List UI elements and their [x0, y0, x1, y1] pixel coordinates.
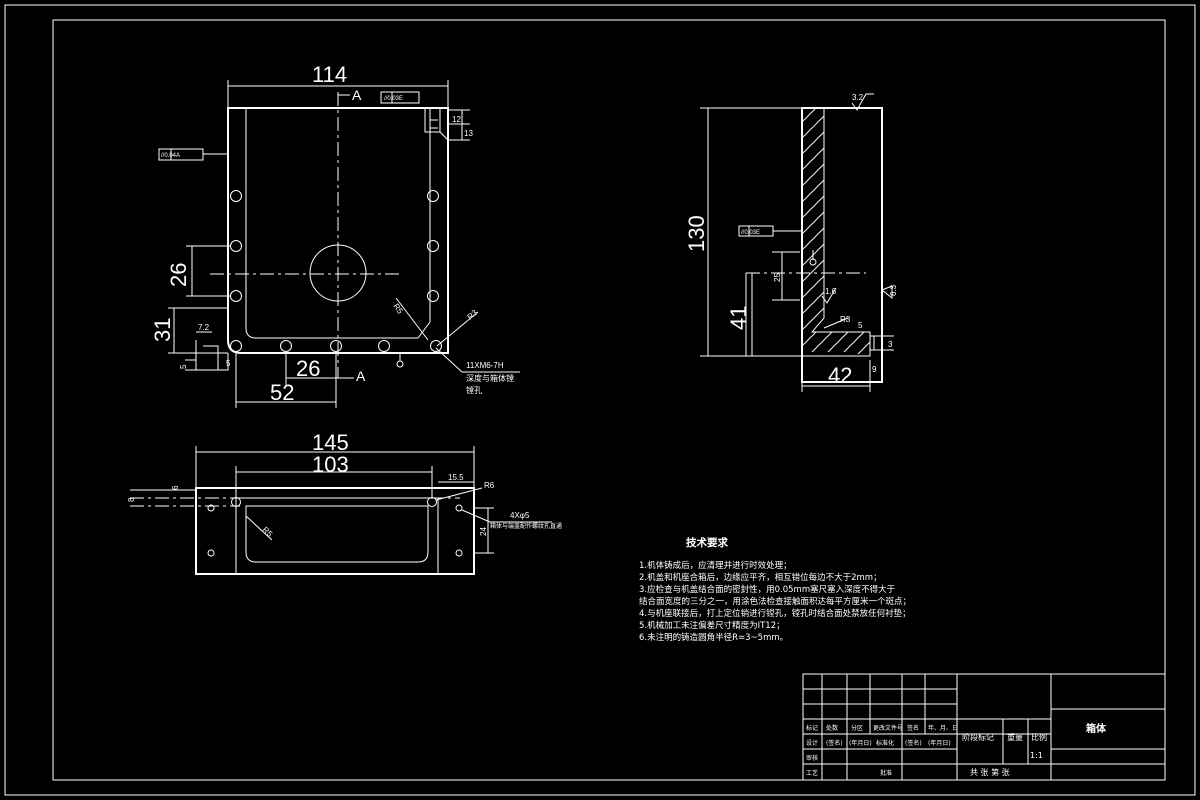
scale-label: 比例: [1031, 732, 1047, 742]
inner-frame: [52, 19, 1166, 781]
title-block: 标记 处数 分区 更改文件号 签名 年、月、日 设计 (签名) (年月日) 标准…: [802, 673, 1166, 781]
hdr-sign: 签名: [907, 724, 919, 732]
hdr-count: 处数: [826, 724, 838, 732]
radius-r3-front: R3: [466, 308, 480, 322]
dim-8: 8: [127, 497, 136, 502]
finish-right: 6.3: [889, 284, 898, 296]
hole-note-2: 箱体与端盖配作螺纹孔直通: [490, 522, 562, 530]
dim-26-horiz: 26: [296, 356, 320, 381]
dim-5-side: 5: [858, 321, 863, 330]
tech-req-3: 3.应检查与机盖结合面的密封性，用0.05mm塞尺塞入深度不得大于: [639, 584, 896, 595]
sheets-label: 共 张 第 张: [970, 767, 1010, 777]
dim-103: 103: [312, 452, 349, 477]
row-review: 审核: [806, 754, 818, 762]
datum-a-bottom: A: [356, 368, 366, 384]
row-std-sign: (签名): [905, 739, 922, 747]
outer-frame: [4, 4, 1196, 796]
row-design: 设计: [806, 739, 818, 747]
dim-31: 31: [150, 318, 175, 342]
hdr-change: 更改文件号: [873, 724, 903, 732]
thread-note-2: 深度与箱体镗: [466, 373, 514, 383]
front-view: 114 A //0.03E //0.04A 12 13 26 31 5 5: [150, 62, 520, 408]
tol-top: //0.03E: [384, 96, 403, 102]
row-std: 标准化: [876, 739, 894, 747]
radius-r5-bottom: R5: [261, 525, 275, 539]
dim-26-vert: 26: [166, 263, 191, 287]
tol-left: //0.04A: [161, 153, 180, 159]
tech-req-2: 2.机盖和机座合箱后，边缘应平齐，相互错位每边不大于2mm；: [639, 572, 882, 583]
thread-note-3: 镗孔: [466, 385, 482, 395]
radius-r3-side: R3: [840, 315, 851, 324]
side-view: 130 41 25 //0.03E 42 5 3 9 3.2 1.6 6.3: [684, 93, 898, 392]
dim-3-side: 3: [888, 340, 893, 349]
dim-25: 25: [773, 273, 782, 282]
technical-requirements: 技术要求 1.机体铸成后，应清理并进行时效处理； 2.机盖和机座合箱后，边缘应平…: [639, 536, 911, 643]
dim-41: 41: [726, 306, 751, 330]
dim-24: 24: [479, 527, 488, 536]
row-design-date: (年月日): [849, 739, 872, 747]
bearing-bore: [309, 244, 367, 302]
tech-req-3b: 结合面宽度的三分之一，用涂色法检查接触面积达每平方厘米一个斑点；: [639, 596, 911, 607]
section-hatch: [801, 107, 871, 355]
dim-130: 130: [684, 215, 709, 252]
stage-label: 阶段标记: [962, 732, 994, 742]
finish-mid: 1.6: [825, 287, 837, 296]
row-craft: 工艺: [806, 769, 818, 777]
hole-note-1: 4Xφ5: [510, 511, 530, 520]
weight-label: 重量: [1007, 732, 1023, 742]
radius-r6: R6: [484, 481, 495, 490]
row-approve: 批准: [880, 769, 892, 777]
dim-9-side: 9: [872, 365, 877, 374]
radius-r5-front: R5: [391, 302, 405, 316]
dim-114: 114: [312, 62, 347, 87]
dim-52: 52: [270, 380, 294, 405]
dim-5-bottom: 5: [226, 359, 231, 368]
tech-req-5: 5.机械加工未注偏差尺寸精度为IT12；: [639, 620, 785, 631]
dim-15-5: 15.5: [448, 473, 464, 482]
tech-req-4: 4.与机座联接后，打上定位销进行镗孔，镗孔时结合面处禁放任何衬垫；: [639, 608, 911, 619]
dim-13: 13: [464, 129, 473, 138]
dim-42: 42: [828, 363, 852, 388]
hdr-zone: 分区: [851, 724, 863, 732]
dim-6: 6: [171, 485, 180, 490]
dim-7-2: 7.2: [198, 323, 210, 332]
scale-value: 1:1: [1030, 751, 1043, 760]
row-design-sign: (签名): [826, 739, 843, 747]
dim-5-left: 5: [179, 364, 188, 369]
tol-side: //0.03E: [741, 230, 760, 236]
part-name: 箱体: [1086, 722, 1107, 735]
hdr-date: 年、月、日: [928, 724, 958, 732]
tech-req-6: 6.未注明的铸造圆角半径R=3~5mm。: [639, 632, 788, 643]
tech-req-1: 1.机体铸成后，应清理并进行时效处理；: [639, 560, 792, 571]
hdr-mark: 标记: [806, 724, 818, 732]
thread-note-1: 11XM6-7H: [466, 361, 504, 370]
bottom-view: 145 103 15.5 8 6 24 R5 R6 4Xφ5 箱体与端盖配作螺纹…: [127, 430, 562, 575]
row-std-date: (年月日): [928, 739, 951, 747]
finish-top: 3.2: [852, 93, 864, 102]
dim-145: 145: [312, 430, 349, 455]
datum-a-top: A: [352, 87, 362, 103]
dim-12: 12: [452, 115, 461, 124]
tech-req-title: 技术要求: [686, 536, 728, 549]
